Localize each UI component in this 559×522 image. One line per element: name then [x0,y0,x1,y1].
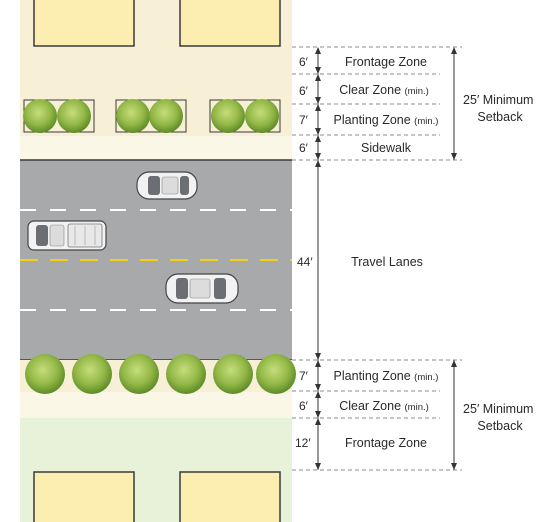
tree [57,99,91,133]
dim-label: 6′ [299,84,309,98]
tree [166,354,206,394]
zone-label: Planting Zone (min.) [334,113,439,127]
pickup-truck [27,220,107,251]
car-bottom [165,273,239,304]
dimension-line-main [315,47,321,470]
tree-row-top [23,99,279,133]
dim-label: 44′ [297,255,313,269]
dim-label: 6′ [299,399,309,413]
sidewalk-top [20,136,292,160]
dim-label: 7′ [299,369,309,383]
tree [116,99,150,133]
tree [245,99,279,133]
car-top [136,171,198,200]
building-top-right [179,0,281,47]
planter-box [209,99,281,133]
setback-label-bottom: 25′ Minimum Setback [463,402,537,433]
tree [25,354,65,394]
zone-label: Clear Zone (min.) [339,399,429,413]
zone-label: Frontage Zone [345,436,427,450]
tree [256,354,296,394]
setback-line-bottom [451,360,457,470]
tree [23,99,57,133]
setback-label-top: 25′ Minimum Setback [463,93,537,124]
dim-label: 7′ [299,113,309,127]
dimension-guides [292,46,462,471]
building-top-left [33,0,135,47]
tree [211,99,245,133]
building-bottom-right [179,471,281,522]
tree-row-bottom [25,354,296,394]
zone-label: Frontage Zone [345,55,427,69]
setback-line-top [451,47,457,160]
dim-label: 12′ [295,436,311,450]
clear-zone-bottom [20,392,292,418]
tree [149,99,183,133]
zone-label: Sidewalk [361,141,412,155]
tree [119,354,159,394]
building-bottom-left [33,471,135,522]
tree [213,354,253,394]
zone-label: Planting Zone (min.) [334,369,439,383]
dim-label: 6′ [299,141,309,155]
zone-label: Clear Zone (min.) [339,83,429,97]
tree [72,354,112,394]
dim-label: 6′ [299,55,309,69]
zone-label: Travel Lanes [351,255,423,269]
